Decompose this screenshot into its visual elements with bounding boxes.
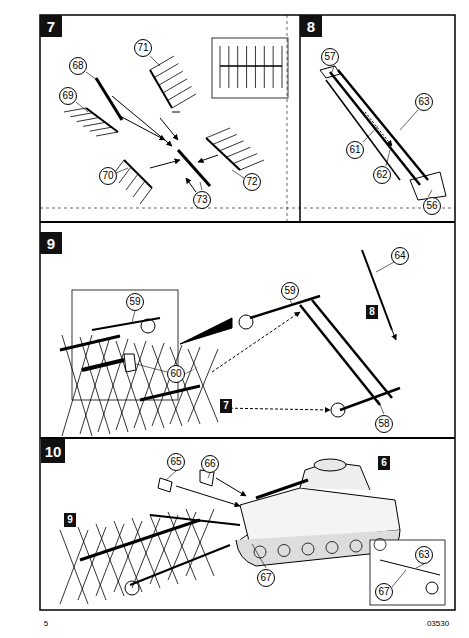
callout-text: 65 xyxy=(170,457,181,467)
step8-frame xyxy=(320,66,446,200)
callout-text: 67 xyxy=(378,587,389,597)
callout-number: 70 xyxy=(99,167,117,185)
callout-text: 62 xyxy=(376,170,387,180)
callout-text: 67 xyxy=(260,573,271,583)
step-number-text: 10 xyxy=(45,444,62,459)
callout-number: 69 xyxy=(59,87,77,105)
callout-text: 70 xyxy=(102,171,113,181)
callout-text: 63 xyxy=(418,97,429,107)
callout-text: 72 xyxy=(246,177,257,187)
step-number-text: 7 xyxy=(47,19,55,34)
callout-text: 56 xyxy=(426,201,437,211)
callout-number: 71 xyxy=(134,39,152,57)
callout-number: 60 xyxy=(167,365,185,383)
callout-text: 68 xyxy=(72,61,83,71)
callout-text: 58 xyxy=(378,419,389,429)
panel-frames xyxy=(40,15,455,610)
callout-number: 65 xyxy=(167,453,185,471)
callout-text: 60 xyxy=(170,369,181,379)
callout-text: 59 xyxy=(284,286,295,296)
page-number: 03530 xyxy=(427,620,449,628)
callout-text: 59 xyxy=(129,297,140,307)
step-reference: 8 xyxy=(366,305,378,319)
step-number: 7 xyxy=(40,15,62,37)
rake-tines xyxy=(60,46,386,604)
step-number-text: 9 xyxy=(47,236,55,251)
callout-number: 67 xyxy=(257,569,275,587)
callout-number: 61 xyxy=(346,141,364,159)
callout-number: 62 xyxy=(373,166,391,184)
callout-number: 66 xyxy=(201,455,219,473)
step-reference: 6 xyxy=(378,456,390,470)
page-number: 5 xyxy=(44,620,48,628)
step7-parts xyxy=(96,38,288,192)
callout-number: 63 xyxy=(415,93,433,111)
callout-number: 73 xyxy=(193,191,211,209)
callout-number: 58 xyxy=(375,415,393,433)
step-number-text: 8 xyxy=(307,19,315,34)
step-number: 8 xyxy=(300,15,322,37)
callout-text: 71 xyxy=(137,43,148,53)
callout-number: 63 xyxy=(415,546,433,564)
callout-number: 59 xyxy=(126,293,144,311)
callout-number: 59 xyxy=(281,282,299,300)
callout-text: 64 xyxy=(394,251,405,261)
step-reference: 9 xyxy=(64,513,76,527)
step-number: 10 xyxy=(41,439,66,464)
callout-text: 61 xyxy=(349,145,360,155)
step-reference: 7 xyxy=(220,399,232,413)
callout-number: 72 xyxy=(243,173,261,191)
callout-number: 67 xyxy=(375,583,393,601)
callout-text: 66 xyxy=(204,459,215,469)
callout-number: 68 xyxy=(69,57,87,75)
callout-text: 57 xyxy=(324,52,335,62)
callout-number: 64 xyxy=(391,247,409,265)
callout-text: 69 xyxy=(62,91,73,101)
step-number: 9 xyxy=(40,232,62,254)
callout-text: 73 xyxy=(196,195,207,205)
callout-text: 63 xyxy=(418,550,429,560)
callout-number: 56 xyxy=(423,197,441,215)
step10-assembly xyxy=(80,459,445,605)
callout-number: 57 xyxy=(321,48,339,66)
leader-lines xyxy=(76,56,432,587)
step9-assembly xyxy=(60,112,400,417)
